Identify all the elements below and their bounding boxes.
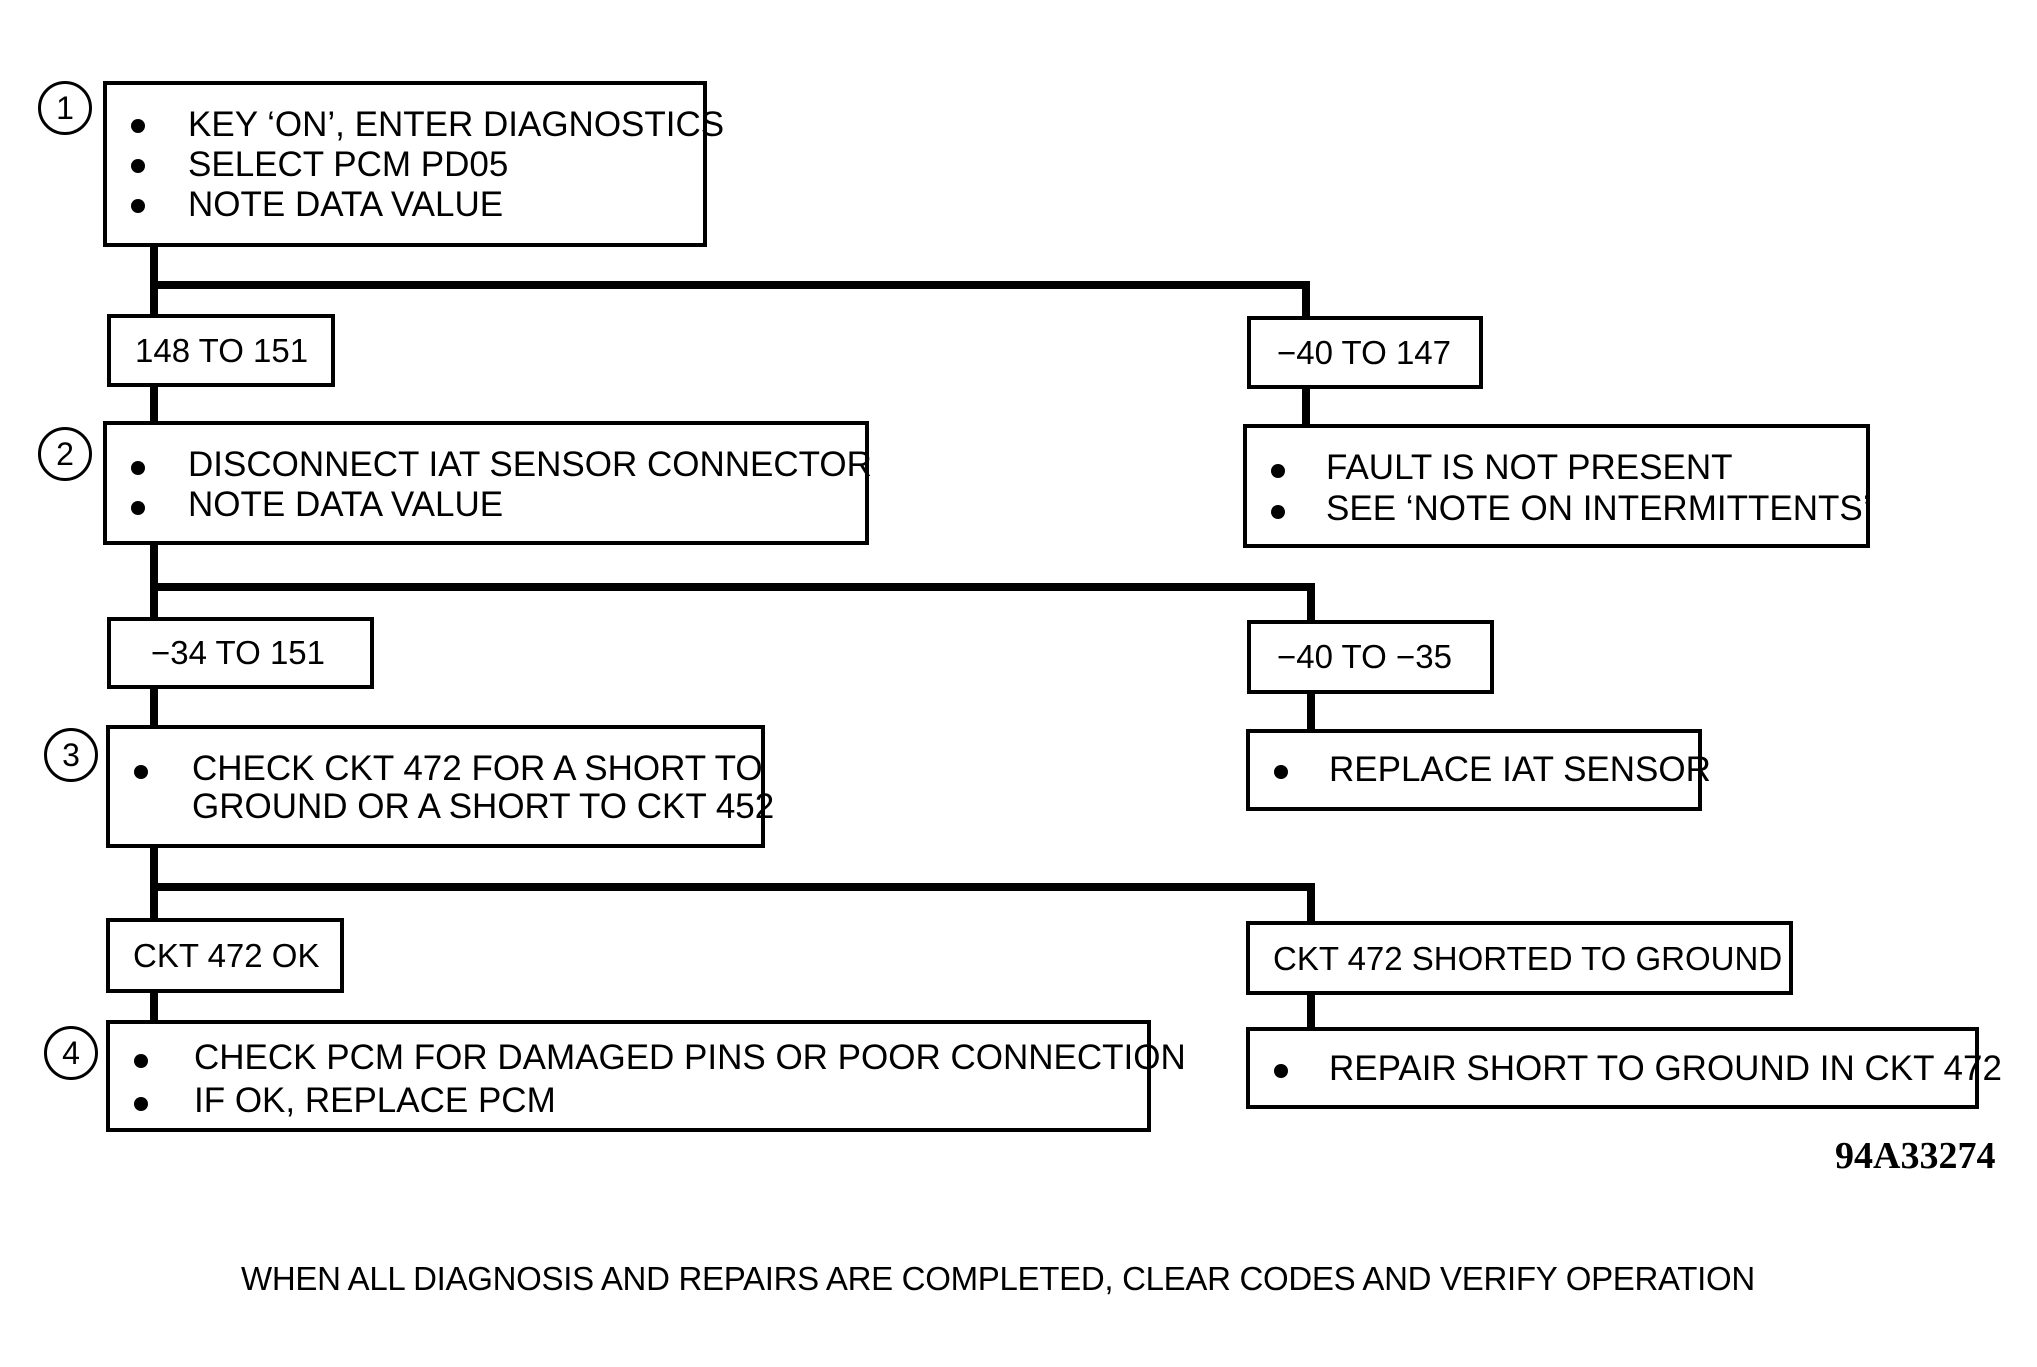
step-1-box: KEY ‘ON’, ENTER DIAGNOSTICS SELECT PCM P… [103, 81, 724, 247]
bullet-icon [134, 1097, 148, 1111]
step-number-1: 1 [38, 81, 92, 135]
step-2-line-1: DISCONNECT IAT SENSOR CONNECTOR [188, 445, 872, 484]
result-2-line-1: REPLACE IAT SENSOR [1329, 750, 1711, 789]
bullet-icon [131, 159, 145, 173]
branch-1-right-box: −40 TO 147 [1247, 316, 1483, 389]
result-1-box: FAULT IS NOT PRESENT SEE ‘NOTE ON INTERM… [1243, 424, 1870, 548]
step-number-2: 2 [38, 427, 92, 481]
bullet-icon [131, 501, 145, 515]
step-number-3: 3 [44, 728, 98, 782]
step-3-line-1: CHECK CKT 472 FOR A SHORT TO [192, 749, 763, 788]
step-3-line-2: GROUND OR A SHORT TO CKT 452 [192, 787, 775, 826]
result-2-box: REPLACE IAT SENSOR [1246, 729, 1711, 811]
step-4-line-2: IF OK, REPLACE PCM [194, 1081, 556, 1120]
bullet-icon [134, 765, 148, 779]
branch-3-right-label: CKT 472 SHORTED TO GROUND [1273, 940, 1783, 977]
step-4-line-1: CHECK PCM FOR DAMAGED PINS OR POOR CONNE… [194, 1038, 1186, 1077]
bullet-icon [131, 199, 145, 213]
branch-2-left-box: −34 TO 151 [107, 617, 374, 689]
bullet-icon [1271, 505, 1285, 519]
branch-1-right-label: −40 TO 147 [1277, 334, 1452, 371]
step-3-box: CHECK CKT 472 FOR A SHORT TO GROUND OR A… [106, 725, 774, 848]
step-2-line-2: NOTE DATA VALUE [188, 485, 504, 524]
branch-1-left-label: 148 TO 151 [135, 332, 309, 369]
result-1-line-1: FAULT IS NOT PRESENT [1326, 448, 1733, 487]
branch-3-left-box: CKT 472 OK [106, 918, 344, 993]
bullet-icon [1274, 765, 1288, 779]
result-1-line-2: SEE ‘NOTE ON INTERMITTENTS’ [1326, 489, 1871, 528]
bullet-icon [131, 119, 145, 133]
step-number-4: 4 [44, 1026, 98, 1080]
branch-2-left-label: −34 TO 151 [151, 634, 326, 671]
step-1-line-2: SELECT PCM PD05 [188, 145, 509, 184]
branch-3-left-label: CKT 472 OK [133, 937, 320, 974]
step-1-line-3: NOTE DATA VALUE [188, 185, 504, 224]
step-1-line-1: KEY ‘ON’, ENTER DIAGNOSTICS [188, 105, 725, 144]
branch-1-left-box: 148 TO 151 [107, 314, 335, 387]
bullet-icon [134, 1054, 148, 1068]
bullet-icon [1274, 1064, 1288, 1078]
result-3-line-1: REPAIR SHORT TO GROUND IN CKT 472 [1329, 1049, 2002, 1088]
branch-2-right-label: −40 TO −35 [1277, 638, 1452, 675]
step-4-box: CHECK PCM FOR DAMAGED PINS OR POOR CONNE… [106, 1020, 1186, 1132]
bullet-icon [1271, 464, 1285, 478]
bullet-icon [131, 461, 145, 475]
figure-code: 94A33274 [1835, 1135, 1996, 1177]
branch-3-right-box: CKT 472 SHORTED TO GROUND [1246, 921, 1793, 995]
result-3-box: REPAIR SHORT TO GROUND IN CKT 472 [1246, 1027, 2002, 1109]
step-2-box: DISCONNECT IAT SENSOR CONNECTOR NOTE DAT… [103, 421, 872, 545]
footer-note: WHEN ALL DIAGNOSIS AND REPAIRS ARE COMPL… [241, 1260, 1755, 1297]
branch-2-right-box: −40 TO −35 [1247, 620, 1494, 694]
